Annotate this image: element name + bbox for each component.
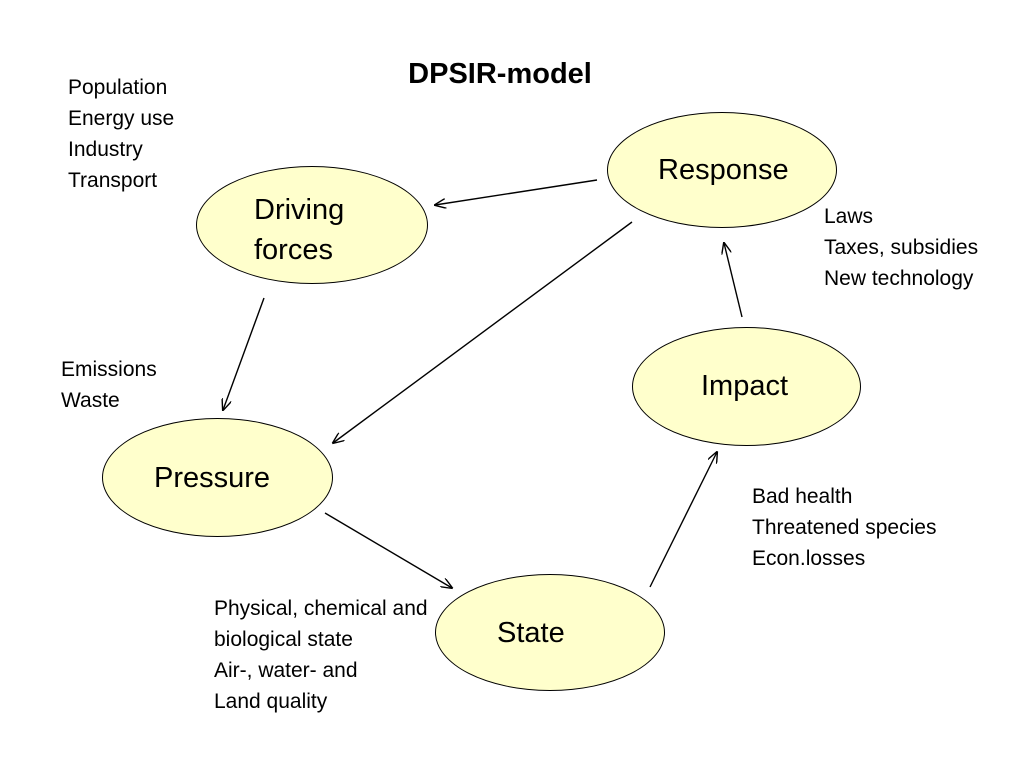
node-pressure	[102, 418, 333, 537]
node-driving-forces	[196, 166, 428, 284]
diagram-title: DPSIR-model	[408, 58, 592, 90]
note-pressure: Emissions Waste	[61, 358, 157, 412]
node-state	[435, 574, 665, 691]
arrow-response-to-driving-forces	[435, 179, 598, 205]
note-driving-forces: Population Energy use Industry Transport	[68, 76, 175, 192]
note-impact: Bad health Threatened species Econ.losse…	[752, 485, 937, 570]
node-impact	[632, 327, 861, 446]
node-response-label: Response	[658, 154, 789, 186]
arrow-state-to-impact	[649, 452, 717, 588]
node-pressure-label: Pressure	[154, 462, 271, 494]
node-impact-label: Impact	[701, 370, 789, 402]
arrow-impact-to-response	[724, 243, 743, 318]
node-driving-forces-label: Driving forces	[254, 194, 345, 266]
node-state-label: State	[497, 617, 565, 649]
node-response	[607, 112, 837, 228]
arrow-driving-forces-to-pressure	[223, 297, 265, 410]
arrow-pressure-to-state	[324, 512, 452, 588]
note-response: Laws Taxes, subsidies New technology	[824, 205, 979, 290]
arrow-response-to-pressure	[333, 221, 633, 443]
note-state: Physical, chemical and biological state …	[214, 597, 428, 713]
